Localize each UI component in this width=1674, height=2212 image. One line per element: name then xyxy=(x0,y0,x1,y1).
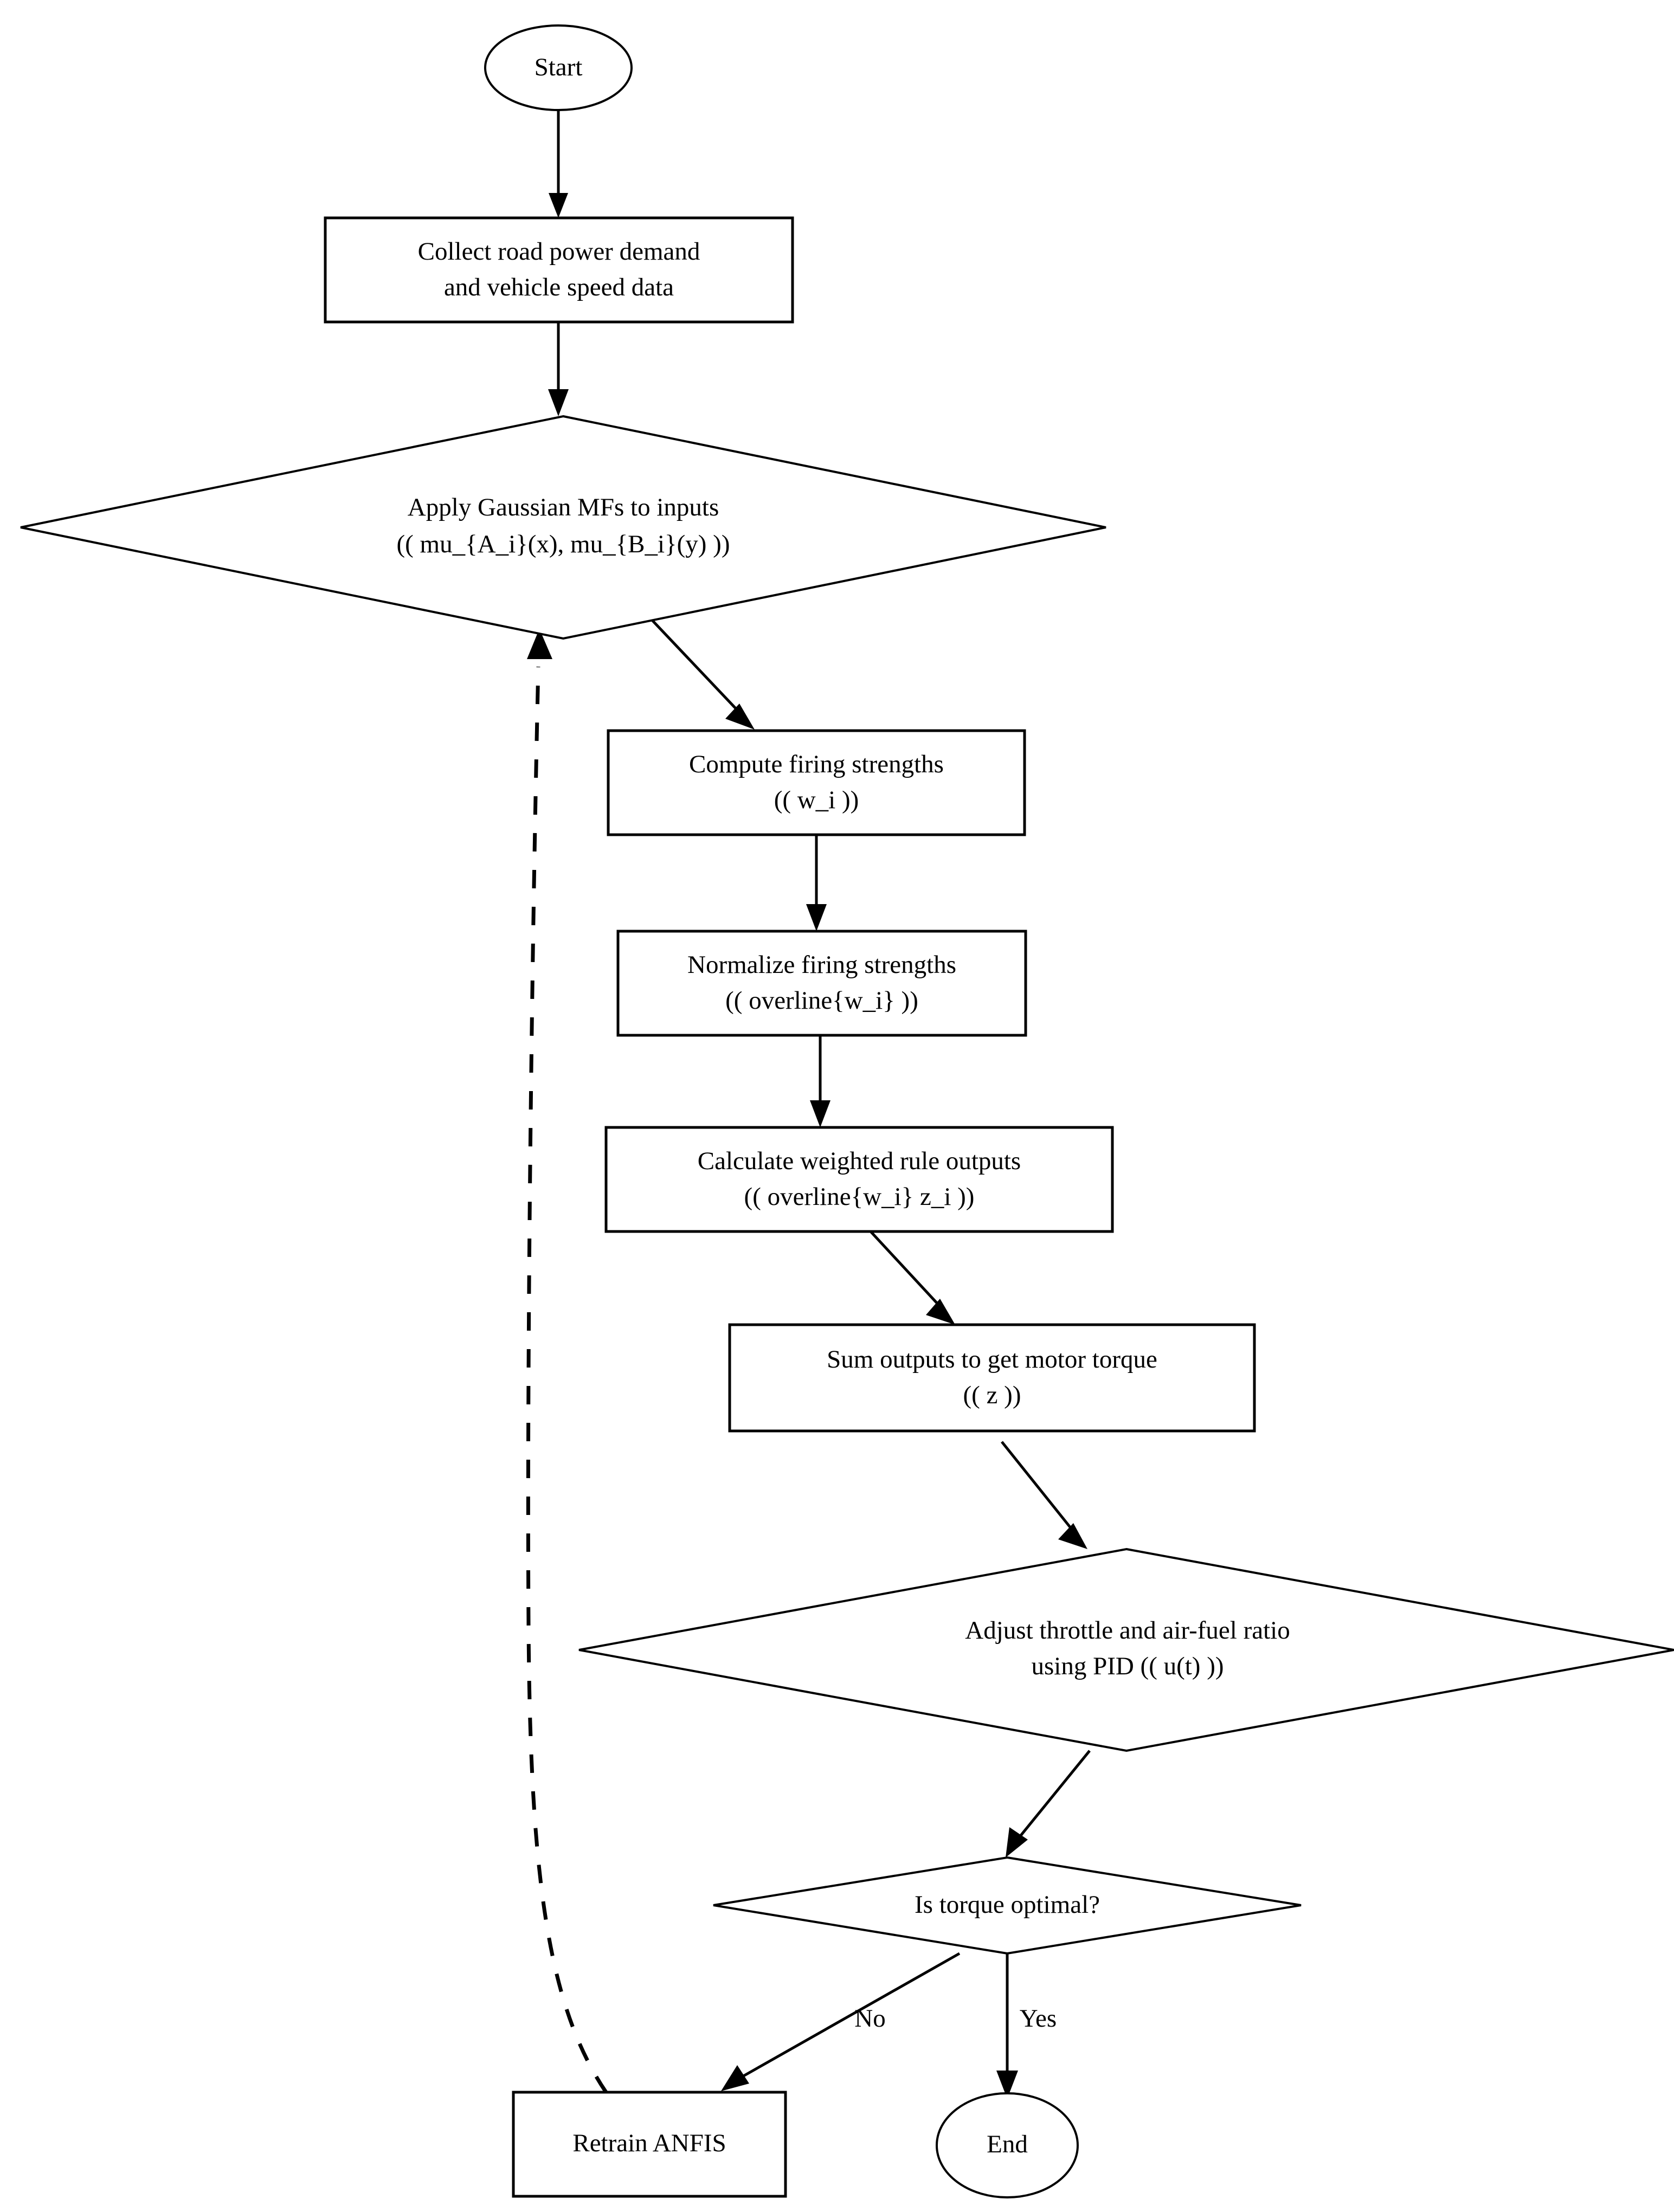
edge-line xyxy=(1018,1750,1091,1839)
node-end[interactable]: End xyxy=(936,2092,1079,2198)
arrow-head-icon xyxy=(548,389,569,416)
arrow-head-icon xyxy=(1058,1523,1087,1549)
gaussian-diamond[interactable] xyxy=(20,415,1106,640)
arrow-head-icon xyxy=(721,2065,749,2091)
arrow-head-icon xyxy=(806,904,827,931)
node-normalize-label-line2: (( overline{w_i} )) xyxy=(725,986,918,1015)
node-gaussian-label-line1: Apply Gaussian MFs to inputs xyxy=(408,493,719,521)
node-normalize[interactable]: Normalize firing strengths (( overline{w… xyxy=(616,930,1027,1037)
node-gaussian-label-line2: (( mu_{A_i}(x), mu_{B_i}(y) )) xyxy=(397,530,730,558)
arrow-head-icon xyxy=(725,704,755,730)
edge-weighted-to-sum xyxy=(870,1230,955,1325)
arrow-head-icon xyxy=(996,2071,1018,2099)
node-firing-label-line1: Compute firing strengths xyxy=(689,750,944,778)
node-retrain[interactable]: Retrain ANFIS xyxy=(512,2091,787,2198)
node-pid[interactable]: Adjust throttle and air-fuel ratio using… xyxy=(578,1547,1674,1752)
edge-line-dashed xyxy=(526,666,608,2093)
firing-box[interactable] xyxy=(607,729,1026,836)
end-ellipse[interactable] xyxy=(936,2092,1079,2198)
start-ellipse[interactable] xyxy=(484,24,633,111)
node-sum-label-line1: Sum outputs to get motor torque xyxy=(827,1345,1157,1373)
edge-label-no: No xyxy=(854,2004,885,2033)
arrow-head-icon xyxy=(549,193,568,218)
node-pid-label-line1: Adjust throttle and air-fuel ratio xyxy=(965,1616,1290,1645)
edge-decision-to-retrain: No xyxy=(721,1952,961,2091)
edge-decision-to-end: Yes xyxy=(996,1953,1057,2099)
collect-box[interactable] xyxy=(324,216,794,324)
arrow-head-icon xyxy=(1006,1827,1028,1858)
node-collect-label-line1: Collect road power demand xyxy=(418,237,700,266)
decision-diamond[interactable] xyxy=(713,1856,1302,1955)
edge-label-yes: Yes xyxy=(1020,2004,1057,2033)
node-decision[interactable]: Is torque optimal? xyxy=(713,1856,1302,1955)
edge-gaussian-to-firing xyxy=(639,606,755,730)
edge-sum-to-pid xyxy=(1001,1441,1087,1549)
node-weighted-label-line2: (( overline{w_i} z_i )) xyxy=(744,1183,975,1211)
node-firing[interactable]: Compute firing strengths (( w_i )) xyxy=(607,729,1026,836)
arrow-head-icon xyxy=(810,1100,830,1127)
node-gaussian[interactable]: Apply Gaussian MFs to inputs (( mu_{A_i}… xyxy=(20,415,1106,640)
node-firing-label-line2: (( w_i )) xyxy=(774,786,859,814)
edge-retrain-to-gaussian-feedback xyxy=(526,629,608,2093)
edges-layer: No Yes xyxy=(526,98,1091,2099)
edge-firing-to-normalize xyxy=(806,835,827,931)
node-end-label: End xyxy=(987,2130,1028,2158)
node-pid-label-line2: using PID (( u(t) )) xyxy=(1031,1652,1224,1680)
pid-diamond[interactable] xyxy=(578,1547,1674,1752)
edge-line xyxy=(741,1952,961,2079)
edge-line xyxy=(870,1230,940,1306)
edge-collect-to-gaussian xyxy=(548,322,569,416)
edge-line xyxy=(639,606,738,711)
normalize-box[interactable] xyxy=(616,930,1027,1037)
sum-box[interactable] xyxy=(728,1323,1256,1433)
node-weighted[interactable]: Calculate weighted rule outputs (( overl… xyxy=(604,1126,1114,1233)
edge-start-to-collect xyxy=(549,98,568,218)
node-sum[interactable]: Sum outputs to get motor torque (( z )) xyxy=(728,1323,1256,1433)
node-decision-label: Is torque optimal? xyxy=(915,1891,1100,1919)
node-retrain-label: Retrain ANFIS xyxy=(572,2129,726,2157)
node-start-label: Start xyxy=(535,53,583,81)
retrain-box[interactable] xyxy=(512,2091,787,2198)
node-weighted-label-line1: Calculate weighted rule outputs xyxy=(698,1147,1021,1175)
node-collect[interactable]: Collect road power demand and vehicle sp… xyxy=(324,216,794,324)
edge-pid-to-decision xyxy=(1006,1750,1091,1858)
weighted-box[interactable] xyxy=(604,1126,1114,1233)
edge-line xyxy=(1001,1441,1072,1530)
arrow-head-icon xyxy=(527,629,552,659)
arrow-head-icon xyxy=(926,1299,955,1325)
node-sum-label-line2: (( z )) xyxy=(963,1381,1021,1409)
nodes-layer: Start Collect road power demand and vehi… xyxy=(20,24,1674,2198)
node-collect-label-line2: and vehicle speed data xyxy=(444,273,674,301)
node-start[interactable]: Start xyxy=(484,24,633,111)
node-normalize-label-line1: Normalize firing strengths xyxy=(687,951,956,979)
edge-normalize-to-weighted xyxy=(810,1035,830,1127)
